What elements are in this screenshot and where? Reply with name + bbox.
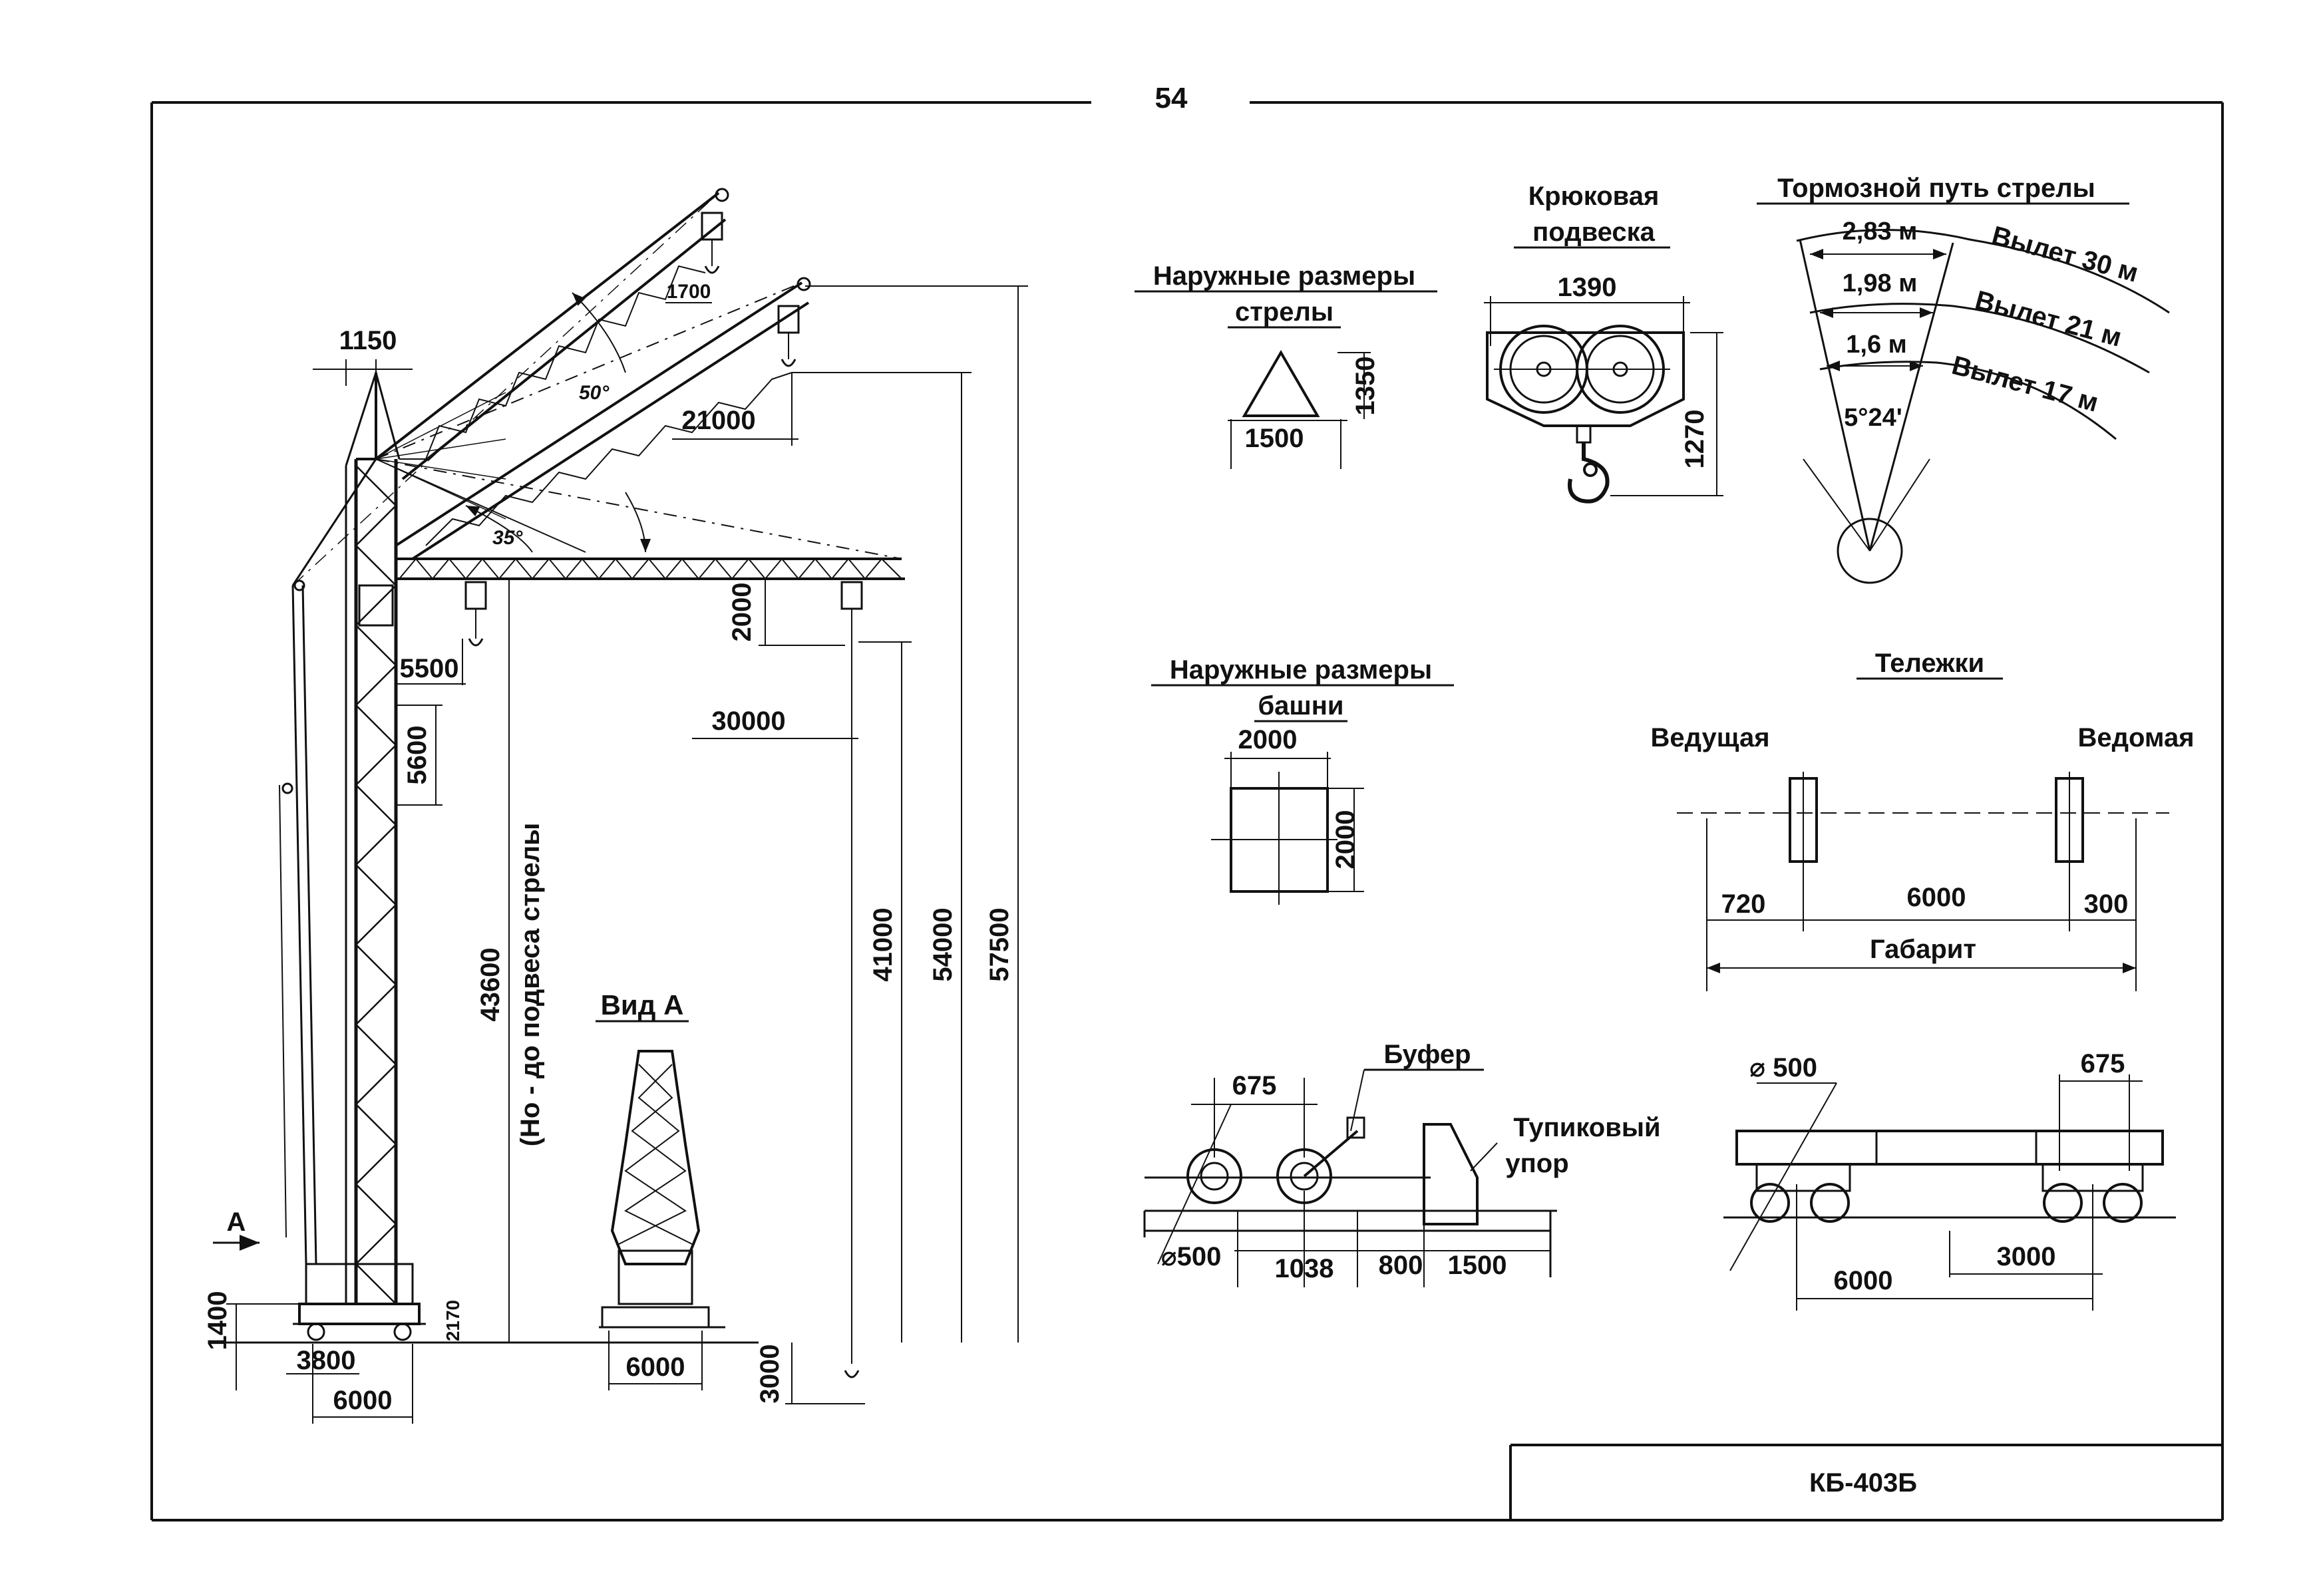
bogies-gabarit: Габарит	[1870, 935, 1976, 964]
chassis-dim-6000: 6000	[1834, 1266, 1893, 1295]
dim-below-ground: 3000	[755, 1345, 785, 1404]
buffer-stop: Буфер Тупиковый упор 675 ⌀500 1038 800 1…	[1143, 1040, 1661, 1287]
braking-reach-21: Вылет 21 м	[1972, 285, 2125, 353]
dim-reach-mid: 21000	[681, 406, 755, 435]
jib-section-title-2: стрелы	[1235, 297, 1333, 327]
dim-cab-width: 5500	[400, 654, 459, 683]
stop-label-2: упор	[1505, 1149, 1568, 1178]
dim-height-hook: 43600	[476, 947, 505, 1021]
bogies-dim-6000: 6000	[1907, 883, 1966, 912]
crane-main-view: 1150 1700 50° 35° 21000 2000 5500 5600 3…	[203, 188, 1028, 1424]
bogies-dim-300: 300	[2084, 889, 2129, 919]
hook-block-height: 1270	[1680, 410, 1709, 469]
jib-upper-position	[375, 188, 729, 480]
view-a: Вид А 6000	[596, 989, 725, 1390]
height-note: (Но - до подвеса стрелы	[516, 823, 545, 1147]
jib-rigging	[292, 192, 719, 586]
bogie-driven-label: Ведомая	[2077, 723, 2194, 752]
dim-top-width: 1150	[339, 326, 397, 355]
page-number: 54	[1155, 82, 1188, 114]
dim-base-2170: 2170	[443, 1300, 463, 1341]
hook-horizontal-outer	[840, 581, 863, 1378]
buffer-label: Буфер	[1383, 1040, 1471, 1069]
bogie-driving-label: Ведущая	[1650, 723, 1769, 752]
angle-arc-main	[625, 492, 651, 553]
crane-cab	[358, 584, 394, 627]
angle-arc-50	[572, 292, 626, 373]
jib-horizontal-position	[375, 458, 905, 580]
angle-arc-35	[465, 505, 533, 553]
jib-middle-position	[375, 277, 811, 560]
jib-section-height: 1350	[1351, 357, 1380, 416]
hook-upper	[701, 212, 723, 274]
chassis: ⌀ 500 675 3000 6000	[1723, 1049, 2176, 1311]
braking-path: Тормозной путь стрелы 2,83 м 1,98 м 1,6 …	[1757, 174, 2170, 584]
section-mark-a: А	[227, 1207, 246, 1237]
dim-cab-height: 5600	[403, 726, 432, 785]
hook-block-title-1: Крюковая	[1528, 182, 1660, 211]
buffer-dia: ⌀500	[1161, 1242, 1222, 1271]
braking-title: Тормозной путь стрелы	[1777, 174, 2095, 203]
jib-section: Наружные размеры стрелы 1500 1350	[1135, 261, 1437, 469]
dim-h54000: 54000	[928, 907, 958, 981]
sheet-frame	[150, 101, 2224, 1521]
chassis-dia: ⌀ 500	[1749, 1053, 1817, 1082]
jib-section-title-1: Наружные размеры	[1153, 261, 1415, 291]
hook-horizontal-inner	[464, 581, 487, 647]
hook-block-title-2: подвеска	[1532, 218, 1656, 247]
tower-section-height: 2000	[1331, 810, 1360, 870]
braking-angle: 5°24'	[1844, 404, 1902, 432]
braking-d1: 2,83 м	[1843, 218, 1918, 245]
hook-icon	[1568, 442, 1610, 504]
crane-model-label: КБ-403Б	[1809, 1468, 1917, 1498]
buffer-dim-1500: 1500	[1448, 1251, 1507, 1280]
chassis-dim-675: 675	[2081, 1049, 2125, 1078]
stop-label-1: Тупиковый	[1513, 1113, 1660, 1142]
braking-d3: 1,6 м	[1846, 331, 1907, 359]
dim-jib-tip: 1700	[667, 281, 711, 303]
view-a-title: Вид А	[601, 989, 684, 1021]
dim-h41000: 41000	[868, 907, 898, 981]
hook-block: Крюковая подвеска 1390 1270	[1484, 182, 1723, 504]
bogies: Тележки Ведущая Ведомая 720 6000 300 Габ…	[1650, 649, 2195, 991]
braking-reach-30: Вылет 30 м	[1989, 221, 2141, 288]
bogies-title: Тележки	[1875, 649, 1984, 678]
dim-reach-max: 30000	[711, 707, 785, 736]
tower-section-width: 2000	[1238, 725, 1298, 754]
angle-lower-label: 35°	[492, 527, 523, 549]
bogies-dim-720: 720	[1721, 889, 1766, 919]
title-block	[1509, 1444, 2222, 1520]
buffer-dim-675: 675	[1232, 1071, 1277, 1100]
crane-mast-support	[279, 458, 377, 1265]
chassis-dim-3000: 3000	[1997, 1242, 2056, 1271]
dim-base-3800: 3800	[297, 1346, 356, 1375]
view-a-width: 6000	[626, 1353, 685, 1382]
tower-section: Наружные размеры башни 2000 2000	[1151, 655, 1454, 905]
dim-base-6000: 6000	[333, 1386, 393, 1415]
crane-tower	[345, 369, 401, 1305]
hook-block-width: 1390	[1558, 273, 1617, 302]
braking-d2: 1,98 м	[1843, 269, 1918, 297]
braking-reach-17: Вылет 17 м	[1949, 351, 2101, 418]
dim-h57500: 57500	[985, 907, 1014, 981]
crane-base	[293, 1263, 426, 1341]
tower-section-title-1: Наружные размеры	[1170, 655, 1432, 685]
dim-base-height: 1400	[203, 1291, 232, 1351]
tower-section-title-2: башни	[1258, 691, 1343, 720]
dim-drop: 2000	[727, 583, 757, 642]
buffer-dim-1038: 1038	[1275, 1254, 1334, 1283]
jib-section-width: 1500	[1245, 424, 1304, 453]
buffer-dim-800: 800	[1379, 1251, 1423, 1280]
angle-upper-label: 50°	[579, 382, 610, 404]
hook-middle	[777, 305, 800, 367]
